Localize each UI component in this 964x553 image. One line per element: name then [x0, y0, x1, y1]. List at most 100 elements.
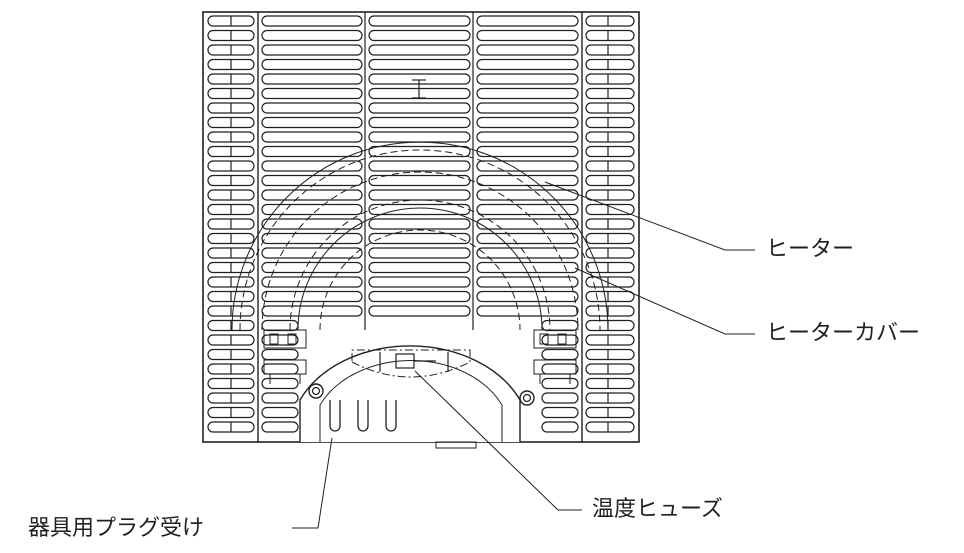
grille-slot-middle [261, 15, 363, 27]
grille-slot-lower [541, 363, 579, 375]
grille-slot-right [585, 247, 635, 259]
grille-slot-middle [476, 29, 579, 42]
grille-slot-lower [261, 348, 299, 361]
grille-slot-middle [368, 218, 471, 230]
grille-slot-middle [368, 116, 471, 129]
grille-slot-middle [368, 290, 471, 303]
label-heater-cover: ヒーターカバー [766, 321, 921, 346]
grille-slot-middle [368, 145, 471, 158]
grille-slot-middle [261, 261, 363, 274]
grille-slot-middle [368, 232, 471, 245]
bottom-tab [435, 441, 477, 449]
grille-slot-middle [476, 116, 579, 129]
grille-slot-lower [541, 377, 579, 390]
grille-slot-middle [476, 218, 579, 230]
grille-slot-right [585, 87, 635, 100]
grille-slot-right [585, 392, 635, 404]
grille-slot-middle [368, 261, 471, 274]
right-mount-bracket [533, 329, 577, 384]
grille-slot-lower [541, 421, 579, 433]
grille-slot-right [585, 276, 635, 288]
grille-slot-right [585, 334, 635, 346]
grille-slot-middle [476, 131, 579, 143]
grille-slot-lower [261, 363, 299, 375]
plug-housing [299, 345, 521, 442]
grille-slot-middle [261, 218, 363, 230]
grille-slot-middle [476, 261, 579, 274]
grille-slot-right [585, 406, 635, 419]
grille-slot-middle [261, 232, 363, 245]
screws [308, 383, 535, 406]
grille-slot-middle [368, 58, 471, 71]
grille-slot-lower [541, 392, 579, 404]
leader-heater [544, 181, 755, 251]
grille-slot-middle [476, 305, 579, 317]
grille-slot-middle [261, 87, 363, 100]
grille-slot-lower [261, 392, 299, 404]
grille-slot-middle [476, 44, 579, 56]
grille-slot-middle [368, 305, 471, 317]
grille-slot-lower [541, 406, 579, 419]
grille-slot-right [585, 44, 635, 56]
grille-slot-middle [261, 247, 363, 259]
grille-slot-lower [261, 421, 299, 433]
grille-slot-middle [261, 174, 363, 187]
grille-slot-middle [368, 102, 471, 114]
grille-slot-middle [261, 305, 363, 317]
grille-slot-middle [476, 247, 579, 259]
grille-slot-lower [541, 334, 579, 346]
grille-slot-middle [261, 145, 363, 158]
grille-slot-middle [476, 145, 579, 158]
grille-slot-right [585, 160, 635, 172]
grille-slots [207, 15, 635, 433]
grille-slot-middle [368, 189, 471, 201]
grille-slot-middle [476, 189, 579, 201]
grille-slot-right [585, 189, 635, 201]
heater-cover-arcs [231, 141, 609, 331]
leader-heater-cover [574, 267, 755, 335]
plug-housing-inner [319, 360, 503, 442]
grille-slot-right [585, 319, 635, 332]
grille-slot-right [585, 131, 635, 143]
grille-slot-middle [476, 102, 579, 114]
grille-slot-middle [261, 203, 363, 216]
grille-slot-middle [368, 29, 471, 42]
leader-thermal-fuse [414, 370, 582, 511]
grille-slot-middle [476, 58, 579, 71]
grille-slot-middle [261, 290, 363, 303]
grille-slot-lower [261, 377, 299, 390]
plug-pins [329, 400, 397, 432]
heater-element-arcs [239, 149, 601, 331]
grille-slot-right [585, 58, 635, 71]
grille-slot-lower [541, 348, 579, 361]
grille-slot-middle [476, 15, 579, 27]
grille-slot-right [585, 348, 635, 361]
grille-slot-middle [261, 276, 363, 288]
grille-slot-middle [476, 203, 579, 216]
grille-slot-right [585, 116, 635, 129]
grille-slot-middle [476, 87, 579, 100]
grille-slot-right [585, 145, 635, 158]
grille-slot-right [585, 261, 635, 274]
grille-slot-lower [261, 406, 299, 419]
grille-slot-middle [261, 160, 363, 172]
grille-slot-right [585, 174, 635, 187]
thermal-fuse-part [379, 352, 449, 372]
grille-slot-middle [261, 73, 363, 85]
grille-slot-middle [261, 44, 363, 56]
grille-slot-middle [261, 131, 363, 143]
grille-slot-middle [476, 174, 579, 187]
label-appliance-plug: 器具用プラグ受け [28, 516, 205, 541]
grille-slot-right [585, 421, 635, 433]
grille-slot-middle [261, 189, 363, 201]
grille-slot-middle [261, 102, 363, 114]
grille-slot-right [585, 232, 635, 245]
grille-slot-right [585, 290, 635, 303]
grille-slot-right [585, 305, 635, 317]
grille-slot-middle [476, 73, 579, 85]
label-thermal-fuse: 温度ヒューズ [592, 497, 723, 522]
grille-slot-right [585, 73, 635, 85]
grille-slot-middle [368, 160, 471, 172]
label-heater: ヒーター [766, 237, 855, 262]
